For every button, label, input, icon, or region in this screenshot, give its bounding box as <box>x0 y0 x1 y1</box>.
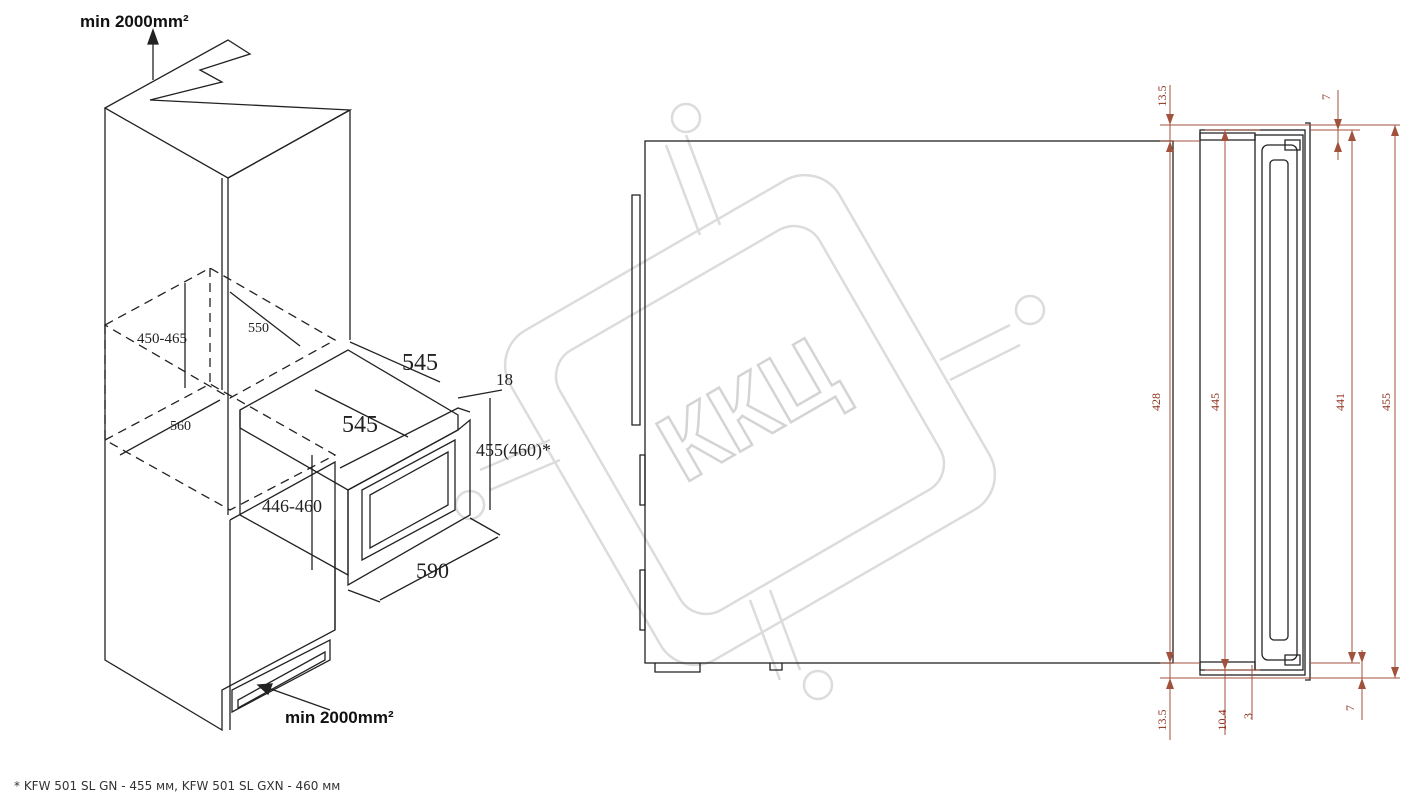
niche-dashed <box>103 267 337 511</box>
rear-bracket <box>631 194 641 426</box>
dim-total: 455 <box>1379 393 1393 411</box>
dim-bottom-step: 10.4 <box>1215 710 1229 731</box>
bottom-vent-grille <box>231 638 331 714</box>
niche-depth-label: 550 <box>248 321 269 336</box>
dim-body-height: 428 <box>1149 393 1163 411</box>
niche-height-label: 450-465 <box>137 331 187 347</box>
vent-bottom-label: min 2000mm² <box>285 708 394 727</box>
watermark-logo: ККЦ <box>454 102 1046 701</box>
top-hinge <box>1199 132 1256 141</box>
front-height-label: 446-460 <box>262 496 322 516</box>
dim-bottom-small: 3 <box>1241 713 1255 719</box>
dim-top-front: 7 <box>1319 94 1333 100</box>
appliance-door-window <box>361 438 456 562</box>
dimension-arrows <box>1166 114 1399 689</box>
watermark-dot-top <box>670 102 702 134</box>
dim-door-inner: 445 <box>1208 393 1222 411</box>
watermark-dot-right <box>1014 294 1046 326</box>
vent-top-label: min 2000mm² <box>80 12 189 31</box>
appliance-width-label: 590 <box>416 558 449 583</box>
dim-top-gap: 13.5 <box>1155 86 1169 107</box>
niche-width-label: 560 <box>170 419 191 434</box>
bottom-hinge <box>1199 661 1256 671</box>
cabinet-outline <box>104 108 336 732</box>
cabinet-isometric <box>103 28 503 732</box>
watermark-dot-bottom <box>802 669 834 701</box>
watermark-text: ККЦ <box>641 316 857 502</box>
model-footnote: * KFW 501 SL GN - 455 мм, KFW 501 SL GXN… <box>14 779 341 793</box>
cabinet-top-face <box>103 39 353 179</box>
bottom-feet <box>654 663 783 673</box>
watermark-inner-frame <box>554 224 946 616</box>
appliance-depth-side-label: 545 <box>342 412 378 438</box>
front-offset-label: 18 <box>496 370 513 389</box>
dim-bottom-gap: 13.5 <box>1155 710 1169 731</box>
appliance-side-body <box>644 140 1174 664</box>
dimension-lines <box>1160 85 1400 740</box>
dim-door-outer: 441 <box>1333 393 1347 411</box>
dim-bottom-front: 7 <box>1343 705 1357 711</box>
appliance-depth-top-label: 545 <box>402 350 438 376</box>
watermark-outer-frame <box>503 173 997 667</box>
vent-bottom-arrow <box>267 687 331 711</box>
appliance-height-label: 455(460)* <box>476 440 551 461</box>
